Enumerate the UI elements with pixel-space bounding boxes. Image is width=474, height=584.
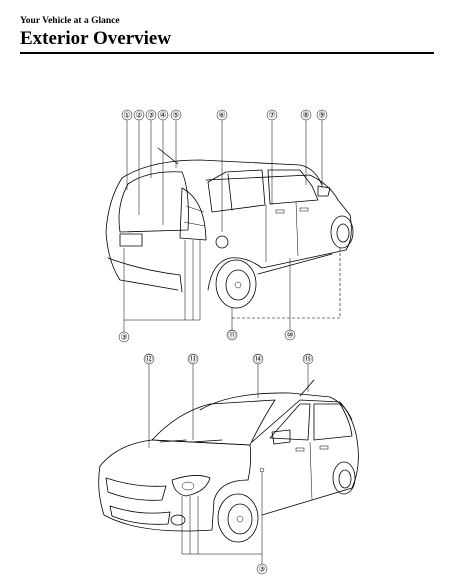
rear-car-outline — [105, 147, 354, 309]
front-callouts-top: ⑫ ⑬ ⑭ ⑮ — [143, 353, 314, 365]
title-divider — [20, 52, 434, 54]
callout-3-bottom: ③ — [118, 331, 130, 343]
callout-9-label: ⑨ — [318, 111, 325, 120]
callout-14: ⑭ — [252, 353, 264, 365]
front-bottom-leaders — [181, 472, 263, 564]
front-callouts-bottom: ③ — [256, 563, 268, 575]
callout-13: ⑬ — [187, 353, 199, 365]
front-leader-lines — [148, 364, 309, 448]
callout-2-label: ② — [135, 111, 142, 120]
callout-10: ⑩ — [284, 329, 296, 341]
rear-bottom-leaders — [123, 240, 341, 332]
section-label: Your Vehicle at a Glance — [20, 16, 120, 26]
front-car-outline — [98, 379, 359, 543]
callout-4-label: ④ — [159, 111, 166, 120]
callout-12: ⑫ — [143, 353, 155, 365]
callout-8-label: ⑧ — [302, 111, 309, 120]
callout-3-front: ③ — [256, 563, 268, 575]
rear-leader-lines — [126, 120, 323, 232]
callout-3-front-label: ③ — [258, 565, 265, 574]
callout-7-label: ⑦ — [268, 111, 275, 120]
rear-callouts-bottom: ③ ⑪ ⑩ — [118, 329, 296, 343]
callout-15: ⑮ — [302, 353, 314, 365]
callout-13-label: ⑬ — [189, 355, 197, 364]
callout-3-label: ③ — [147, 111, 154, 120]
callout-11: ⑪ — [226, 329, 238, 341]
page-title: Exterior Overview — [20, 28, 172, 49]
callout-3-bottom-label: ③ — [120, 333, 127, 342]
callout-14-label: ⑭ — [254, 355, 262, 364]
callout-12-label: ⑫ — [145, 355, 153, 364]
callout-10-label: ⑩ — [286, 331, 293, 340]
callout-5-label: ⑤ — [172, 111, 179, 120]
callout-11-label: ⑪ — [228, 331, 236, 340]
callout-1-label: ① — [123, 111, 130, 120]
callout-6-label: ⑥ — [218, 111, 225, 120]
callout-15-label: ⑮ — [304, 355, 312, 364]
